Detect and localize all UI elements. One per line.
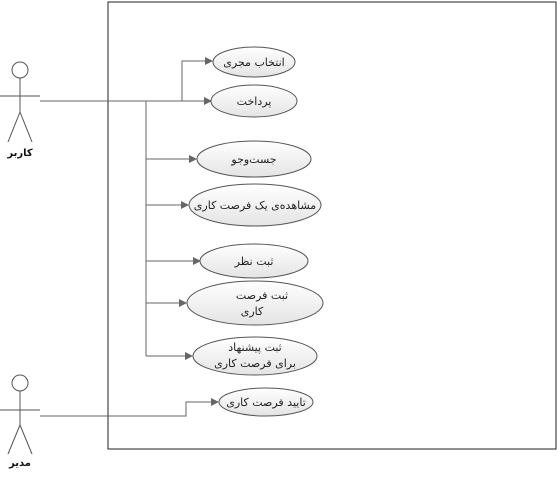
use-case-ellipse (199, 243, 309, 279)
use-case-ellipse (196, 140, 312, 178)
actor-user-label: کاربر (6, 148, 32, 159)
actor-manager-head (11, 374, 29, 392)
use-case-payment[interactable]: پرداخت (210, 84, 298, 118)
use-case-ellipse (212, 46, 296, 78)
use-case-search[interactable]: جست‌وجو (196, 140, 312, 178)
use-case-submit-comment[interactable]: ثبت نظر (199, 243, 309, 279)
use-case-ellipse (188, 183, 322, 227)
use-case-label: جست‌وجو (230, 153, 276, 166)
system-boundary (107, 1, 557, 450)
use-case-submit-job[interactable]: ثبت فرصت کاری (186, 280, 324, 326)
assoc-select-executor (181, 57, 213, 101)
actor-manager-label: مدیر (8, 458, 31, 469)
use-case-ellipse (192, 336, 318, 376)
actor-user-head (11, 61, 29, 79)
use-case-label: برای فرصت کاری (214, 357, 296, 370)
use-case-view-job[interactable]: مشاهده‌ی یک فرصت کاری (188, 183, 322, 227)
actor-manager (0, 374, 40, 455)
actor-user (0, 61, 40, 143)
use-case-approve-job[interactable]: تایید فرصت کاری (218, 387, 314, 417)
use-case-ellipse (210, 84, 298, 118)
use-case-submit-proposal[interactable]: ثبت پیشنهاد برای فرصت کاری (192, 336, 318, 376)
associations-user (40, 57, 213, 360)
use-case-label: تایید فرصت کاری (226, 396, 306, 409)
use-case-ellipse (186, 280, 324, 326)
use-case-label: پرداخت (237, 95, 272, 108)
use-case-ellipse (218, 387, 314, 417)
use-case-label: انتخاب مجری (223, 56, 284, 69)
use-case-select-executor[interactable]: انتخاب مجری (212, 46, 296, 78)
assoc-approve-job (40, 398, 219, 417)
use-case-label: ثبت پیشنهاد (228, 341, 282, 354)
use-case-label: ثبت فرصت (236, 289, 288, 302)
use-case-label: ثبت نظر (234, 255, 274, 268)
use-case-label: کاری (241, 305, 264, 318)
associations-manager (40, 398, 219, 417)
use-case-label: مشاهده‌ی یک فرصت کاری (194, 199, 316, 212)
